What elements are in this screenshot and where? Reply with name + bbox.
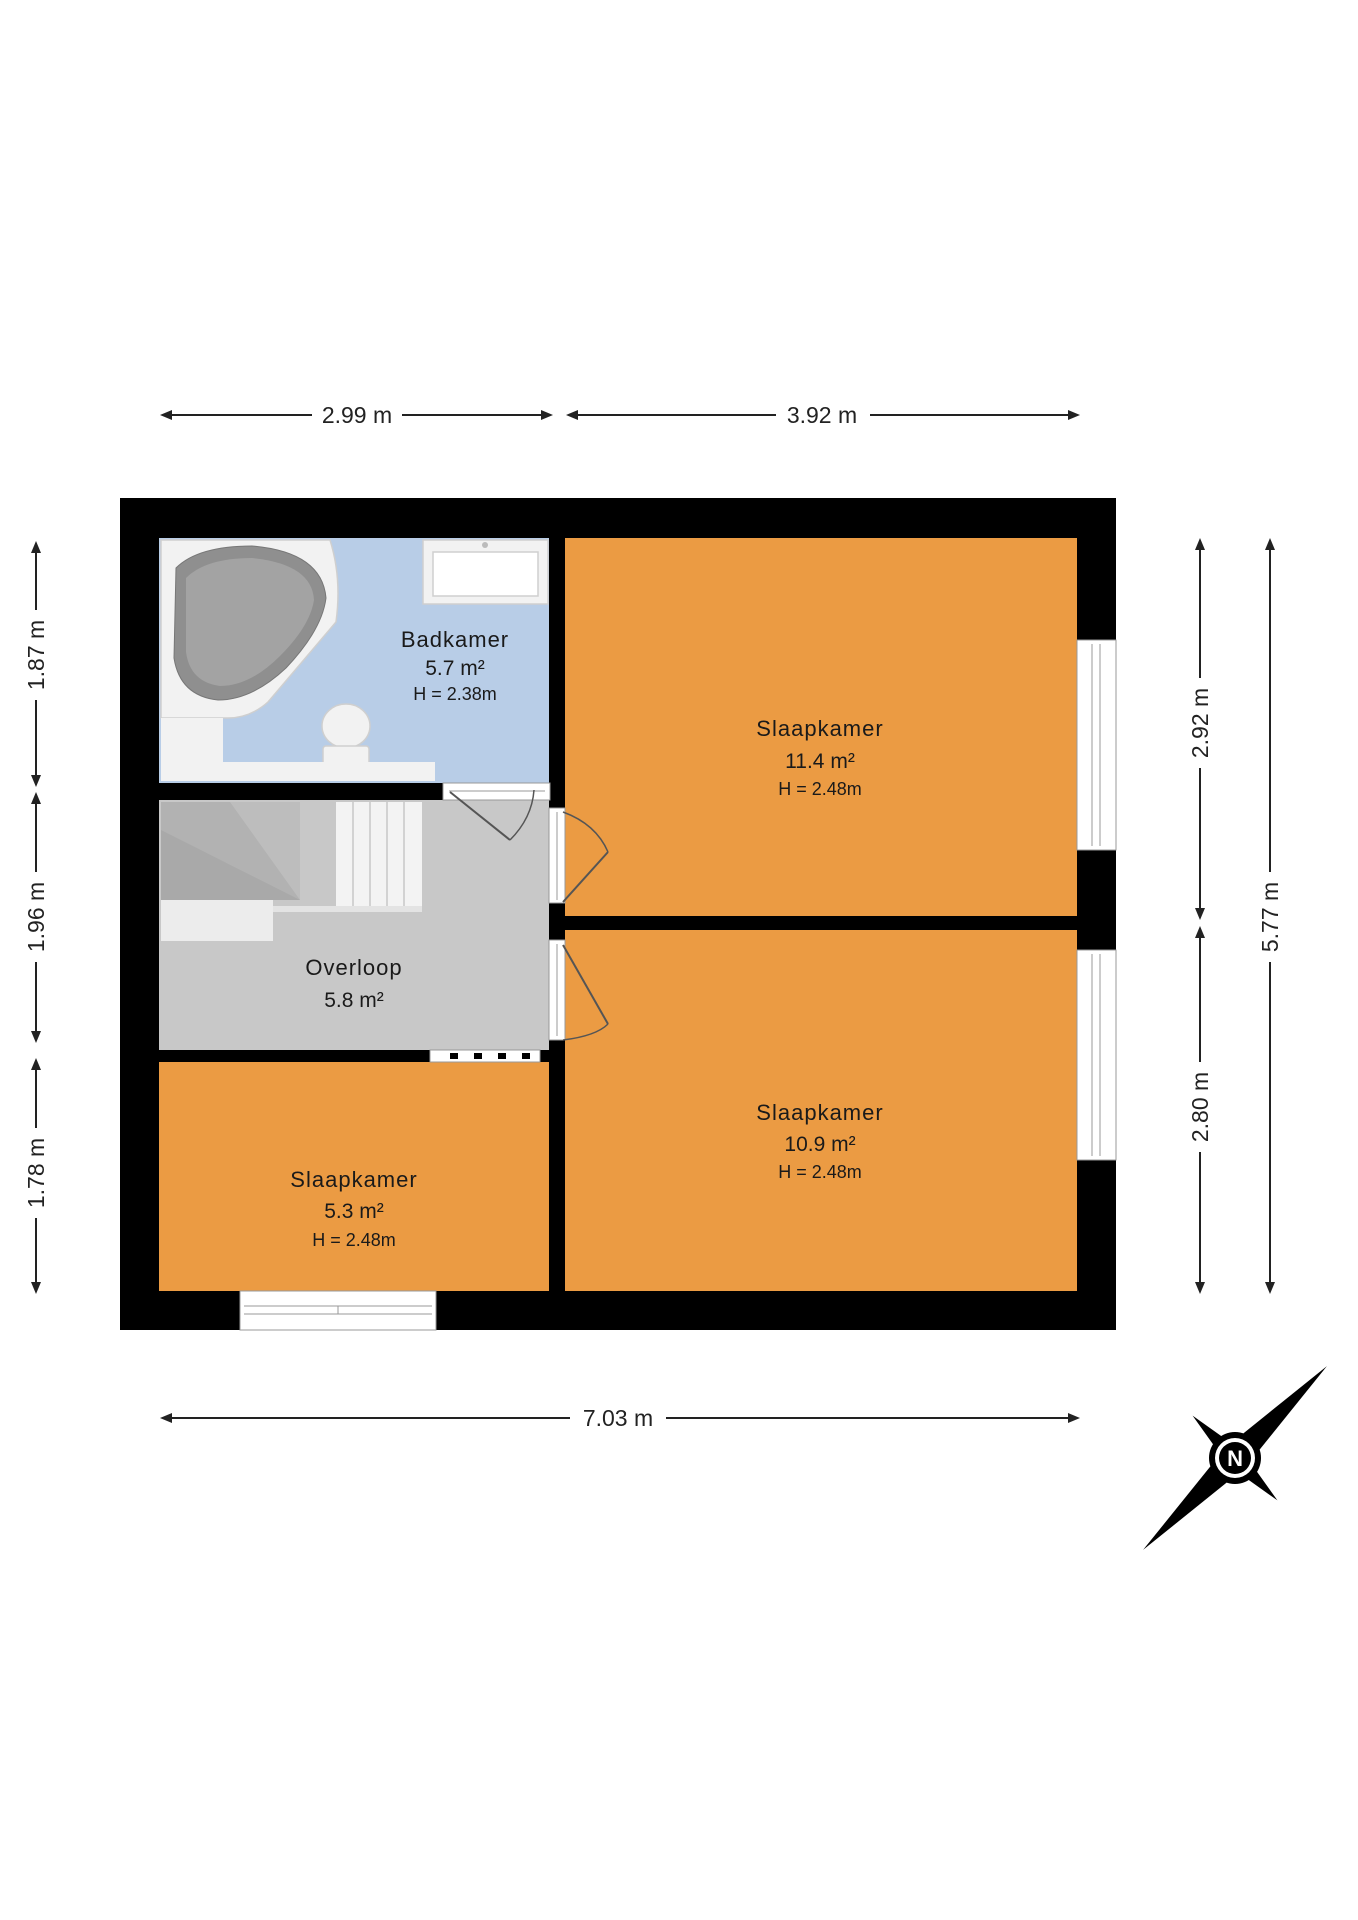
room-badkamer-area: 5.7 m² <box>425 657 485 680</box>
shower-ledge <box>161 718 223 781</box>
dimension-right-upper: 2.92 m <box>1187 538 1213 920</box>
compass-icon: N <box>1143 1366 1327 1550</box>
window-slaapkamer-3 <box>239 1290 437 1331</box>
dimension-left-middle-label: 1.96 m <box>23 882 49 952</box>
room-slaapkamer-3-floor <box>159 1062 549 1291</box>
room-slaapkamer-2-name: Slaapkamer <box>756 1100 883 1125</box>
toilet-icon <box>223 703 435 781</box>
room-slaapkamer-2-area: 10.9 m² <box>784 1133 855 1156</box>
dimension-bottom-total-label: 7.03 m <box>583 1405 653 1431</box>
room-overloop-area: 5.8 m² <box>324 989 384 1012</box>
dimension-left-bottom-label: 1.78 m <box>23 1138 49 1208</box>
dimension-left-bottom: 1.78 m <box>23 1058 49 1294</box>
room-slaapkamer-1-name: Slaapkamer <box>756 716 883 741</box>
bedroom-3-door <box>429 1049 541 1063</box>
dimension-left-top-label: 1.87 m <box>23 620 49 690</box>
room-badkamer-height: H = 2.38m <box>413 684 497 704</box>
bathroom-door <box>442 782 551 841</box>
bedroom-2-door <box>548 939 609 1041</box>
room-badkamer-name: Badkamer <box>401 627 509 652</box>
bedroom-1-door <box>548 807 609 904</box>
staircase <box>161 802 422 941</box>
bathtub-icon <box>160 539 339 719</box>
room-slaapkamer-3-height: H = 2.48m <box>312 1230 396 1250</box>
room-slaapkamer-3-area: 5.3 m² <box>324 1200 384 1223</box>
dimension-top-left-label: 2.99 m <box>322 402 392 428</box>
dimension-right-total-label: 5.77 m <box>1257 882 1283 952</box>
dimension-right-total: 5.77 m <box>1257 538 1283 1294</box>
room-slaapkamer-2-height: H = 2.48m <box>778 1162 862 1182</box>
dimension-left-middle: 1.96 m <box>23 792 49 1043</box>
dimension-top-right: 3.92 m <box>566 402 1080 428</box>
compass-north-label: N <box>1227 1446 1243 1471</box>
window-slaapkamer-2 <box>1076 949 1117 1161</box>
room-overloop-name: Overloop <box>305 955 402 980</box>
dimension-bottom-total: 7.03 m <box>160 1405 1080 1431</box>
room-slaapkamer-1-floor <box>565 538 1077 916</box>
dimension-right-upper-label: 2.92 m <box>1187 688 1213 758</box>
room-slaapkamer-2-floor <box>565 930 1077 1291</box>
room-slaapkamer-3-name: Slaapkamer <box>290 1167 417 1192</box>
sink-icon <box>422 539 549 605</box>
window-slaapkamer-1 <box>1076 639 1117 851</box>
room-slaapkamer-1-area: 11.4 m² <box>785 750 855 773</box>
dimension-right-lower: 2.80 m <box>1187 926 1213 1294</box>
room-slaapkamer-1-height: H = 2.48m <box>778 779 862 799</box>
dimension-top-left: 2.99 m <box>160 402 553 428</box>
dimension-left-top: 1.87 m <box>23 541 49 787</box>
dimension-right-lower-label: 2.80 m <box>1187 1072 1213 1142</box>
dimension-top-right-label: 3.92 m <box>787 402 857 428</box>
